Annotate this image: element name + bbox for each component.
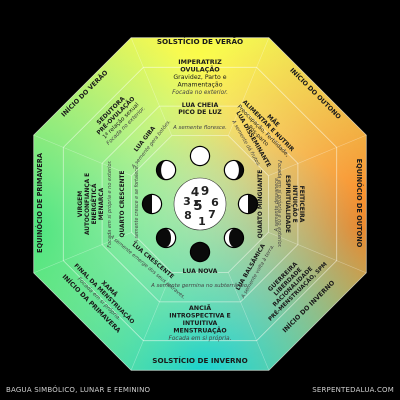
archetype-left-line-3: MENARCA [99,187,105,220]
footer-title: BAGUA SIMBÓLICO, LUNAR E FEMININO [6,386,151,394]
sector-divider [33,134,132,176]
archetype-top-line-3: Amamentação [177,82,222,89]
center-disc [174,178,226,230]
octagon-outer-border [33,37,367,371]
outer-label-left: EQUINÓCIO DE PRIMAVERA [35,152,44,253]
moon-icon-light [224,161,239,180]
sector-divider [228,37,270,136]
center-number-4: 4 [191,185,199,199]
moon-icon-top-right [223,159,245,181]
archetype-bottom-line-2: INTUITIVA [183,320,218,327]
sector-divider [130,272,172,371]
moon-icon-light [166,228,176,247]
outer-label-top: SOLSTÍCIO DE VERÃO [157,37,243,46]
archetype-right: FEITICEIRA INTUIÇÃO E ESPIRITUALIDADE Fo… [276,160,305,248]
sector-divider [33,232,132,274]
archetype-bottom-line-1: INTROSPECTIVA E [169,313,231,320]
sector-divider [228,272,270,371]
archetype-bottom-note: Focada em si própria. [169,335,232,342]
octagon-moon-ring-border [101,105,299,303]
moon-icon-light [224,228,234,247]
moon-right-title: QUARTO MINGUANTE [258,170,264,238]
moon-icon-top [189,145,211,167]
archetype-right-note: Focada em si própria e no exterior. [276,160,283,248]
moon-icon-light [191,147,209,165]
archetype-left-line-1: AUTOCONFIANÇA E [85,173,91,235]
archetype-right-line-2: ESPIRITUALIDADE [284,175,290,233]
octagon-archetype-ring-border [62,66,338,342]
center-number-8: 8 [184,209,192,222]
moon-icon-top-left [155,159,177,181]
sector-divider [268,134,367,176]
moon-label-bottom: LUA NOVA A semente germina no subterrâne… [150,268,249,289]
moon-left-title: QUARTO CRESCENTE [120,171,126,238]
moon-left-note: A semente cresce e se fortalece. [134,165,140,245]
archetype-right-line-1: INTUIÇÃO E [291,185,298,223]
center-number-2: 2 [193,199,199,208]
moon-top-sub: PICO DE LUZ [178,109,222,116]
center-number-7: 7 [208,208,216,221]
center-disc-border [173,177,227,231]
moon-icon-left [141,193,163,215]
archetype-left: VIRGEM AUTOCONFIANÇA E ENERGÉTICA MENARC… [77,160,113,248]
moon-icon-light [239,195,248,213]
moon-label-top: LUA CHEIA PICO DE LUZ A semente floresce… [172,102,227,131]
center-number-6: 6 [211,196,219,209]
moon-icon-bottom-left [155,227,177,249]
moon-icon-dark [191,243,209,261]
moon-bottom-title: LUA NOVA [183,268,218,275]
moon-icon-light [152,195,161,213]
archetype-left-line-2: ENERGÉTICA [90,183,98,224]
archetype-top-line-2: Gravidez, Parto e [173,74,226,81]
center-number-9: 9 [201,184,209,198]
outer-label-right: EQUINÓCIO DE OUTONO [355,159,364,248]
moon-label-left: QUARTO CRESCENTE A semente cresce e se f… [120,165,140,245]
footer-website: SERPENTEDALUA.COM [312,386,394,394]
octagon-inner-border [131,135,269,273]
sector-divider [268,232,367,274]
moon-label-right: QUARTO MINGUANTE A semente desvanece. [258,170,280,238]
moon-icon-bottom [189,241,211,263]
archetype-top-title: IMPERATRIZ [178,58,222,66]
archetype-top: IMPERATRIZ OVULAÇÃO Gravidez, Parto e Am… [172,58,228,96]
moon-icon-light [161,161,176,180]
moon-icon-bottom-right [223,227,245,249]
moon-icon-right [237,193,259,215]
archetype-top-line-1: OVULAÇÃO [180,65,220,74]
center-number-1: 1 [198,215,206,228]
outer-label-bottom: SOLSTÍCIO DE INVERNO [152,356,247,365]
archetype-left-title: VIRGEM [77,191,84,218]
moon-phase-ring [141,145,259,263]
archetype-bottom-title: ANCIÃ [189,303,211,312]
archetype-right-title: FEITICEIRA [298,186,305,223]
moon-right-note: A semente desvanece. [274,177,280,233]
sector-divider [130,37,172,136]
archetype-bottom-line-3: MENSTRUAÇÃO [173,326,226,335]
center-number-3: 3 [183,195,191,208]
archetype-top-note: Focada no exterior. [172,90,228,96]
moon-bottom-note: A semente germina no subterrâneo. [150,282,249,289]
moon-top-note: A semente floresce. [172,125,227,131]
archetype-bottom: ANCIÃ INTROSPECTIVA E INTUITIVA MENSTRUA… [169,303,232,342]
moon-top-title: LUA CHEIA [182,102,219,109]
archetype-left-note: Focada em si própria e no exterior. [106,160,113,248]
center-number-5: 5 [193,199,202,214]
